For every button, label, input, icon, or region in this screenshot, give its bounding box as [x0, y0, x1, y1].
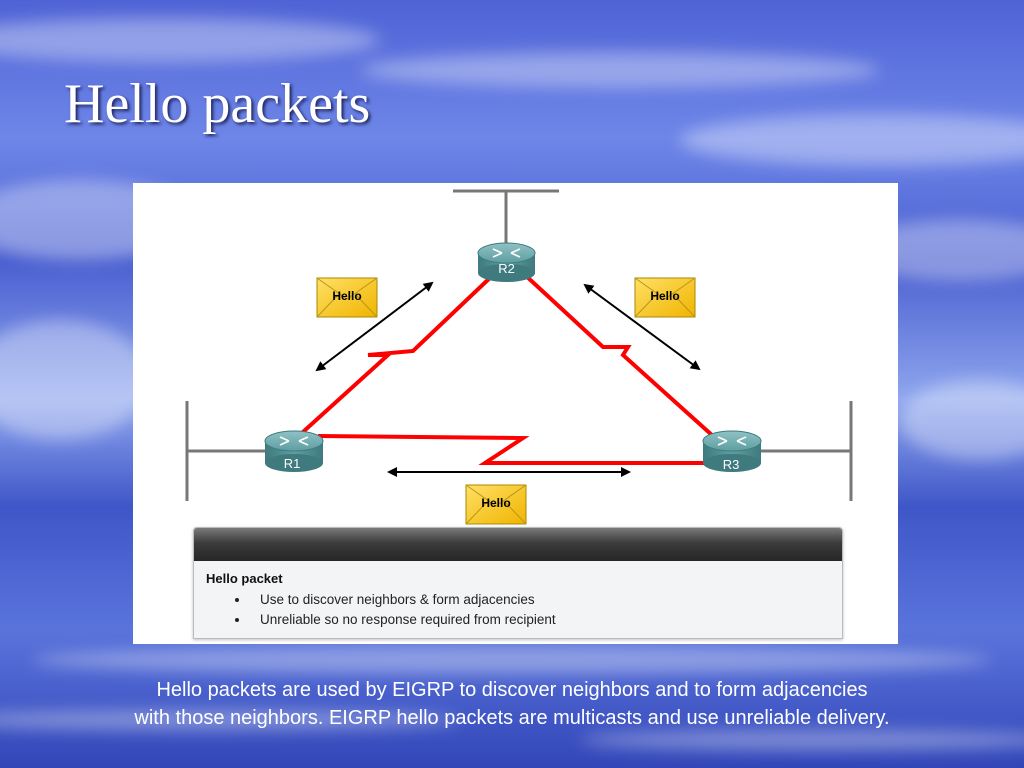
info-panel-title: Hello packet — [206, 571, 283, 586]
router-icon-r2 — [492, 248, 521, 258]
info-panel-header — [194, 528, 842, 561]
info-bullet: Use to discover neighbors & form adjacen… — [250, 590, 830, 610]
envelope-icon — [634, 277, 696, 318]
slide-title: Hello packets — [64, 73, 371, 135]
slide-caption: Hello packets are used by EIGRP to disco… — [0, 676, 1024, 732]
hello-envelope-r1-r3: Hello — [465, 484, 527, 525]
router-label-r2: R2 — [498, 261, 515, 276]
router-label-r1: R1 — [284, 456, 301, 471]
hello-label: Hello — [481, 496, 510, 510]
hello-label: Hello — [332, 289, 361, 303]
network-diagram: R2 R1 R3 Hello — [133, 183, 898, 644]
serial-link-r1-r3 — [317, 434, 713, 465]
hello-label: Hello — [650, 289, 679, 303]
router-r3[interactable]: R3 — [702, 430, 762, 472]
info-panel: Hello packet Use to discover neighbors &… — [193, 527, 843, 639]
info-panel-list: Use to discover neighbors & form adjacen… — [206, 590, 830, 630]
router-icon-r1 — [279, 436, 309, 446]
hello-arrow-r1-r2 — [315, 281, 434, 372]
diagram-canvas: R2 R1 R3 Hello — [185, 189, 853, 525]
info-panel-body: Hello packet Use to discover neighbors &… — [194, 561, 842, 630]
router-r1[interactable]: R1 — [264, 430, 324, 472]
router-label-r3: R3 — [723, 457, 740, 472]
hello-envelope-r2-r3: Hello — [634, 277, 696, 318]
router-r2[interactable]: R2 — [477, 242, 536, 282]
info-bullet: Unreliable so no response required from … — [250, 610, 830, 630]
hello-arrow-r2-r3 — [583, 283, 701, 371]
envelope-icon — [465, 484, 527, 525]
caption-line: Hello packets are used by EIGRP to disco… — [156, 679, 868, 701]
hello-envelope-r1-r2: Hello — [316, 277, 378, 318]
envelope-icon — [316, 277, 378, 318]
caption-line: with those neighbors. EIGRP hello packet… — [134, 707, 890, 729]
router-icon-r3 — [717, 436, 747, 446]
